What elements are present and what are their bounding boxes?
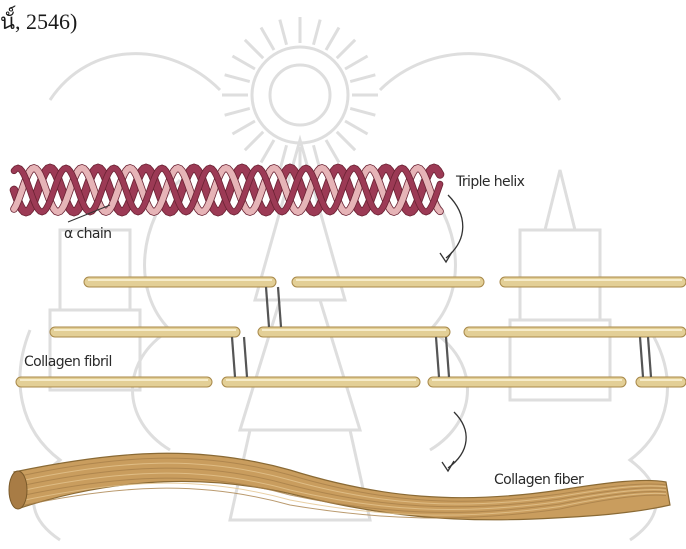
fiber-end-face — [9, 471, 27, 509]
collagen-fibril-rod — [464, 327, 686, 337]
label-triple-helix: Triple helix — [456, 174, 524, 190]
watermark-ray — [345, 56, 368, 69]
collagen-fibril-rod — [428, 377, 626, 387]
watermark-ray — [326, 27, 339, 50]
label-collagen-fibril: Collagen fibril — [24, 354, 112, 370]
watermark-ray — [225, 75, 250, 82]
collagen-fibril-rod — [636, 377, 686, 387]
collagen-fibril-rod — [50, 327, 240, 337]
watermark-ray — [280, 20, 287, 45]
citation-header: นั์, 2546) — [0, 4, 77, 39]
watermark-ray — [225, 108, 250, 115]
collagen-fibril-array — [16, 277, 686, 387]
fibril-crosslink — [278, 287, 281, 327]
label-alpha-chain: α chain — [64, 226, 111, 242]
fibril-crosslink — [648, 337, 651, 377]
fibril-crosslink — [436, 337, 439, 377]
watermark-ray — [232, 56, 255, 69]
fibril-crosslink — [244, 337, 247, 377]
fibril-crosslink — [640, 337, 643, 377]
collagen-fibril-rod — [292, 277, 484, 287]
collagen-fibril-rod — [16, 377, 212, 387]
watermark-ray — [350, 75, 375, 82]
watermark-ray — [350, 108, 375, 115]
arrow-fibril-to-fiber-head — [442, 461, 454, 471]
watermark-ray — [337, 40, 355, 58]
watermark-ray — [313, 20, 320, 45]
label-collagen-fiber: Collagen fiber — [494, 472, 583, 488]
watermark-ray — [245, 40, 263, 58]
watermark-ray — [261, 140, 274, 163]
collagen-fibril-rod — [84, 277, 276, 287]
watermark-ray — [345, 121, 368, 134]
watermark-ray — [261, 27, 274, 50]
watermark-ray — [337, 132, 355, 150]
watermark-ray — [232, 121, 255, 134]
fibril-crosslink — [232, 337, 235, 377]
fibril-crosslink — [266, 287, 269, 327]
collagen-fibril-rod — [222, 377, 420, 387]
arrow-fibril-to-fiber — [448, 412, 466, 468]
triple-helix — [14, 168, 440, 212]
collagen-fibril-rod — [258, 327, 450, 337]
watermark-ray — [245, 132, 263, 150]
watermark-ray — [326, 140, 339, 163]
collagen-fibril-rod — [500, 277, 686, 287]
